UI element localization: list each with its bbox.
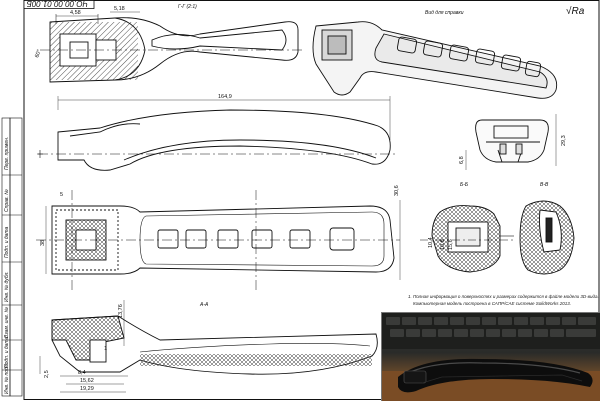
dim-8-4: 8,4 [78, 370, 86, 376]
iso-slot-5 [500, 54, 522, 72]
section-bb-label: Б-Б [460, 182, 469, 188]
dim-10-8: 10,8 [440, 239, 446, 250]
top-section-view: Г-Г (2:1) [40, 4, 302, 83]
side-label-6: Подп. и дата [4, 336, 10, 368]
section-vv: В-В [519, 182, 575, 275]
dim-30-6: 30,6 [394, 185, 400, 196]
side-label-7: Инв. № подл. [4, 363, 10, 394]
top-view-label: Г-Г (2:1) [178, 4, 197, 10]
dim-5-18: 5,18 [114, 6, 125, 12]
iso-view-label: Вид для справки [425, 10, 464, 16]
dim-15-62: 15,62 [80, 378, 94, 384]
dim-19-29: 19,29 [80, 386, 94, 392]
dim-164-9: 164,9 [218, 94, 232, 100]
dim-15-6: 15,6 [448, 239, 454, 250]
iso-slot-3 [448, 44, 470, 62]
plan-slot-2 [185, 229, 207, 249]
plan-slot-6 [329, 227, 355, 251]
keyboard-icon [382, 313, 600, 349]
dim-1: 1 [104, 346, 107, 352]
dim-6-8: 6,8 [459, 156, 465, 164]
roughness-symbol: √Ra [566, 5, 585, 17]
dim-10-4: 10,4 [428, 237, 434, 248]
aa-rib-hatch [140, 354, 372, 366]
end-view [465, 114, 557, 170]
section-bb: Б-Б [420, 182, 516, 273]
section-aa: А-А [39, 300, 378, 393]
side-label-3: Подп. и дата [4, 226, 10, 258]
dim-4-58: 4,58 [70, 10, 81, 16]
plan-slot-4 [251, 229, 273, 249]
iso-slot-1 [396, 36, 418, 54]
dim-2-5: 2,5 [44, 370, 50, 378]
iso-slot-6 [524, 60, 542, 78]
section-aa-label: А-А [199, 302, 209, 308]
section-vv-label: В-В [540, 182, 549, 188]
left-side-strip: Перв. примен. Справ. № Подп. и дата Инв.… [1, 117, 23, 397]
side-label-4: Инв. № дубл. [4, 271, 10, 302]
iso-slot-4 [474, 48, 496, 66]
iso-slot-2 [422, 40, 444, 58]
isometric-view: Вид для справки [312, 10, 558, 99]
dim-5: 5 [60, 192, 63, 198]
dim-38: 38 [40, 240, 46, 246]
note-line-1: 1. Полная информация о поверхностях и ра… [408, 293, 599, 299]
side-label-5: Взам. инв. № [4, 306, 10, 338]
dim-angle: 60° [34, 49, 42, 59]
product-photo [381, 312, 600, 401]
drawing-code: ЧО.00.00.01.00Б [27, 0, 88, 8]
side-label-1: Перв. примен. [4, 137, 10, 170]
plan-view [36, 190, 401, 290]
plan-slot-1 [157, 229, 179, 249]
handle-object-icon [398, 358, 593, 393]
plan-slot-3 [217, 229, 239, 249]
plan-slot-5 [289, 229, 311, 249]
side-label-2: Справ. № [4, 189, 10, 212]
side-profile-view [37, 96, 396, 171]
code-block [23, 0, 95, 9]
dim-29-3: 29,3 [561, 135, 567, 146]
note-line-2: Компьютерная модель построена в САПР/CAE… [413, 301, 571, 306]
dim-13-76: 13,76 [118, 304, 124, 318]
